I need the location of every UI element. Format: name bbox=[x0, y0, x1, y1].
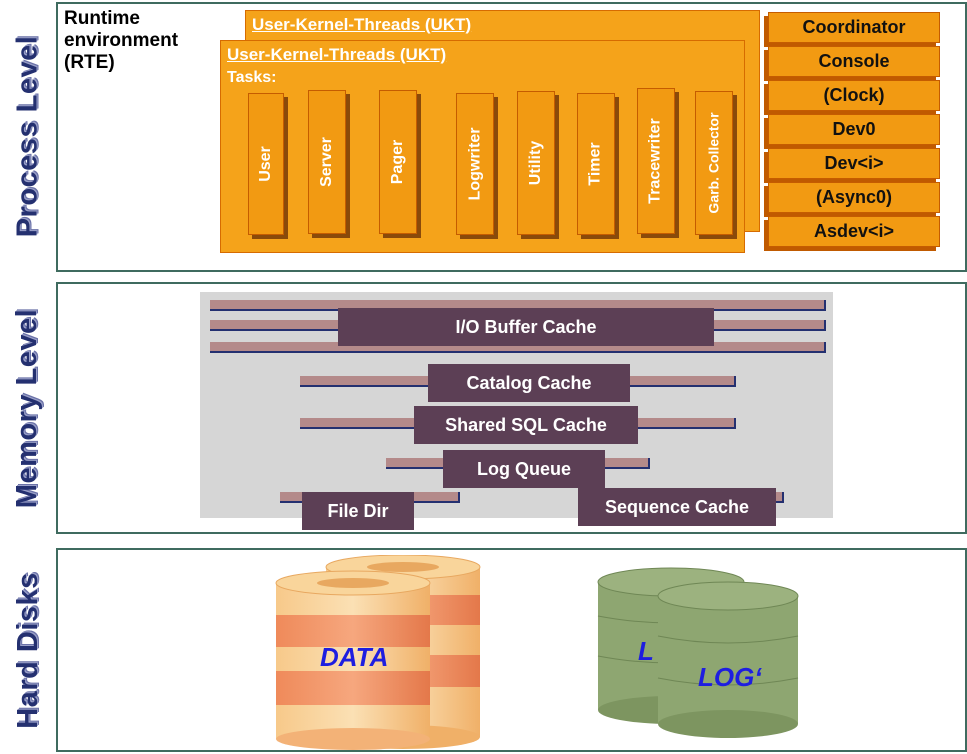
buffer-strip bbox=[210, 342, 826, 353]
thread-asdev-i: Asdev<i> bbox=[768, 216, 940, 247]
task-timer: Timer bbox=[577, 93, 615, 235]
log-queue: Log Queue bbox=[443, 450, 605, 488]
process-level-label: Process Level bbox=[11, 35, 44, 237]
ukt-front-title: User-Kernel-Threads (UKT) bbox=[227, 45, 447, 64]
thread-async0: (Async0) bbox=[768, 182, 940, 213]
hard-disks-label: Hard Disks bbox=[11, 571, 44, 729]
sequence-cache: Sequence Cache bbox=[578, 488, 776, 526]
log-disk-label-l: L bbox=[638, 636, 654, 666]
task-garb-collector: Garb. Collector bbox=[695, 91, 733, 235]
hard-disks-panel bbox=[56, 548, 967, 752]
catalog-cache: Catalog Cache bbox=[428, 364, 630, 402]
thread-console: Console bbox=[768, 46, 940, 77]
tasks-label: Tasks: bbox=[227, 69, 277, 86]
file-dir: File Dir bbox=[302, 492, 414, 530]
rte-title: Runtime environment (RTE) bbox=[64, 8, 179, 73]
data-disk-icon bbox=[275, 555, 481, 750]
memory-level-label: Memory Level bbox=[11, 308, 44, 508]
task-tracewriter: Tracewriter bbox=[637, 88, 675, 234]
thread-coordinator: Coordinator bbox=[768, 12, 940, 43]
task-server: Server bbox=[308, 90, 346, 234]
thread-clock: (Clock) bbox=[768, 80, 940, 111]
ukt-back-title: User-Kernel-Threads (UKT) bbox=[252, 15, 472, 34]
log-disk-label: LOG‘ bbox=[698, 662, 762, 692]
data-disk-label: DATA bbox=[320, 642, 389, 672]
log-disk-icon bbox=[597, 567, 799, 738]
thread-dev-i: Dev<i> bbox=[768, 148, 940, 179]
task-logwriter: Logwriter bbox=[456, 93, 494, 235]
task-user: User bbox=[248, 93, 284, 235]
task-utility: Utility bbox=[517, 91, 555, 235]
thread-dev0: Dev0 bbox=[768, 114, 940, 145]
task-pager: Pager bbox=[379, 90, 417, 234]
shared-sql-cache: Shared SQL Cache bbox=[414, 406, 638, 444]
io-buffer-cache: I/O Buffer Cache bbox=[338, 308, 714, 346]
